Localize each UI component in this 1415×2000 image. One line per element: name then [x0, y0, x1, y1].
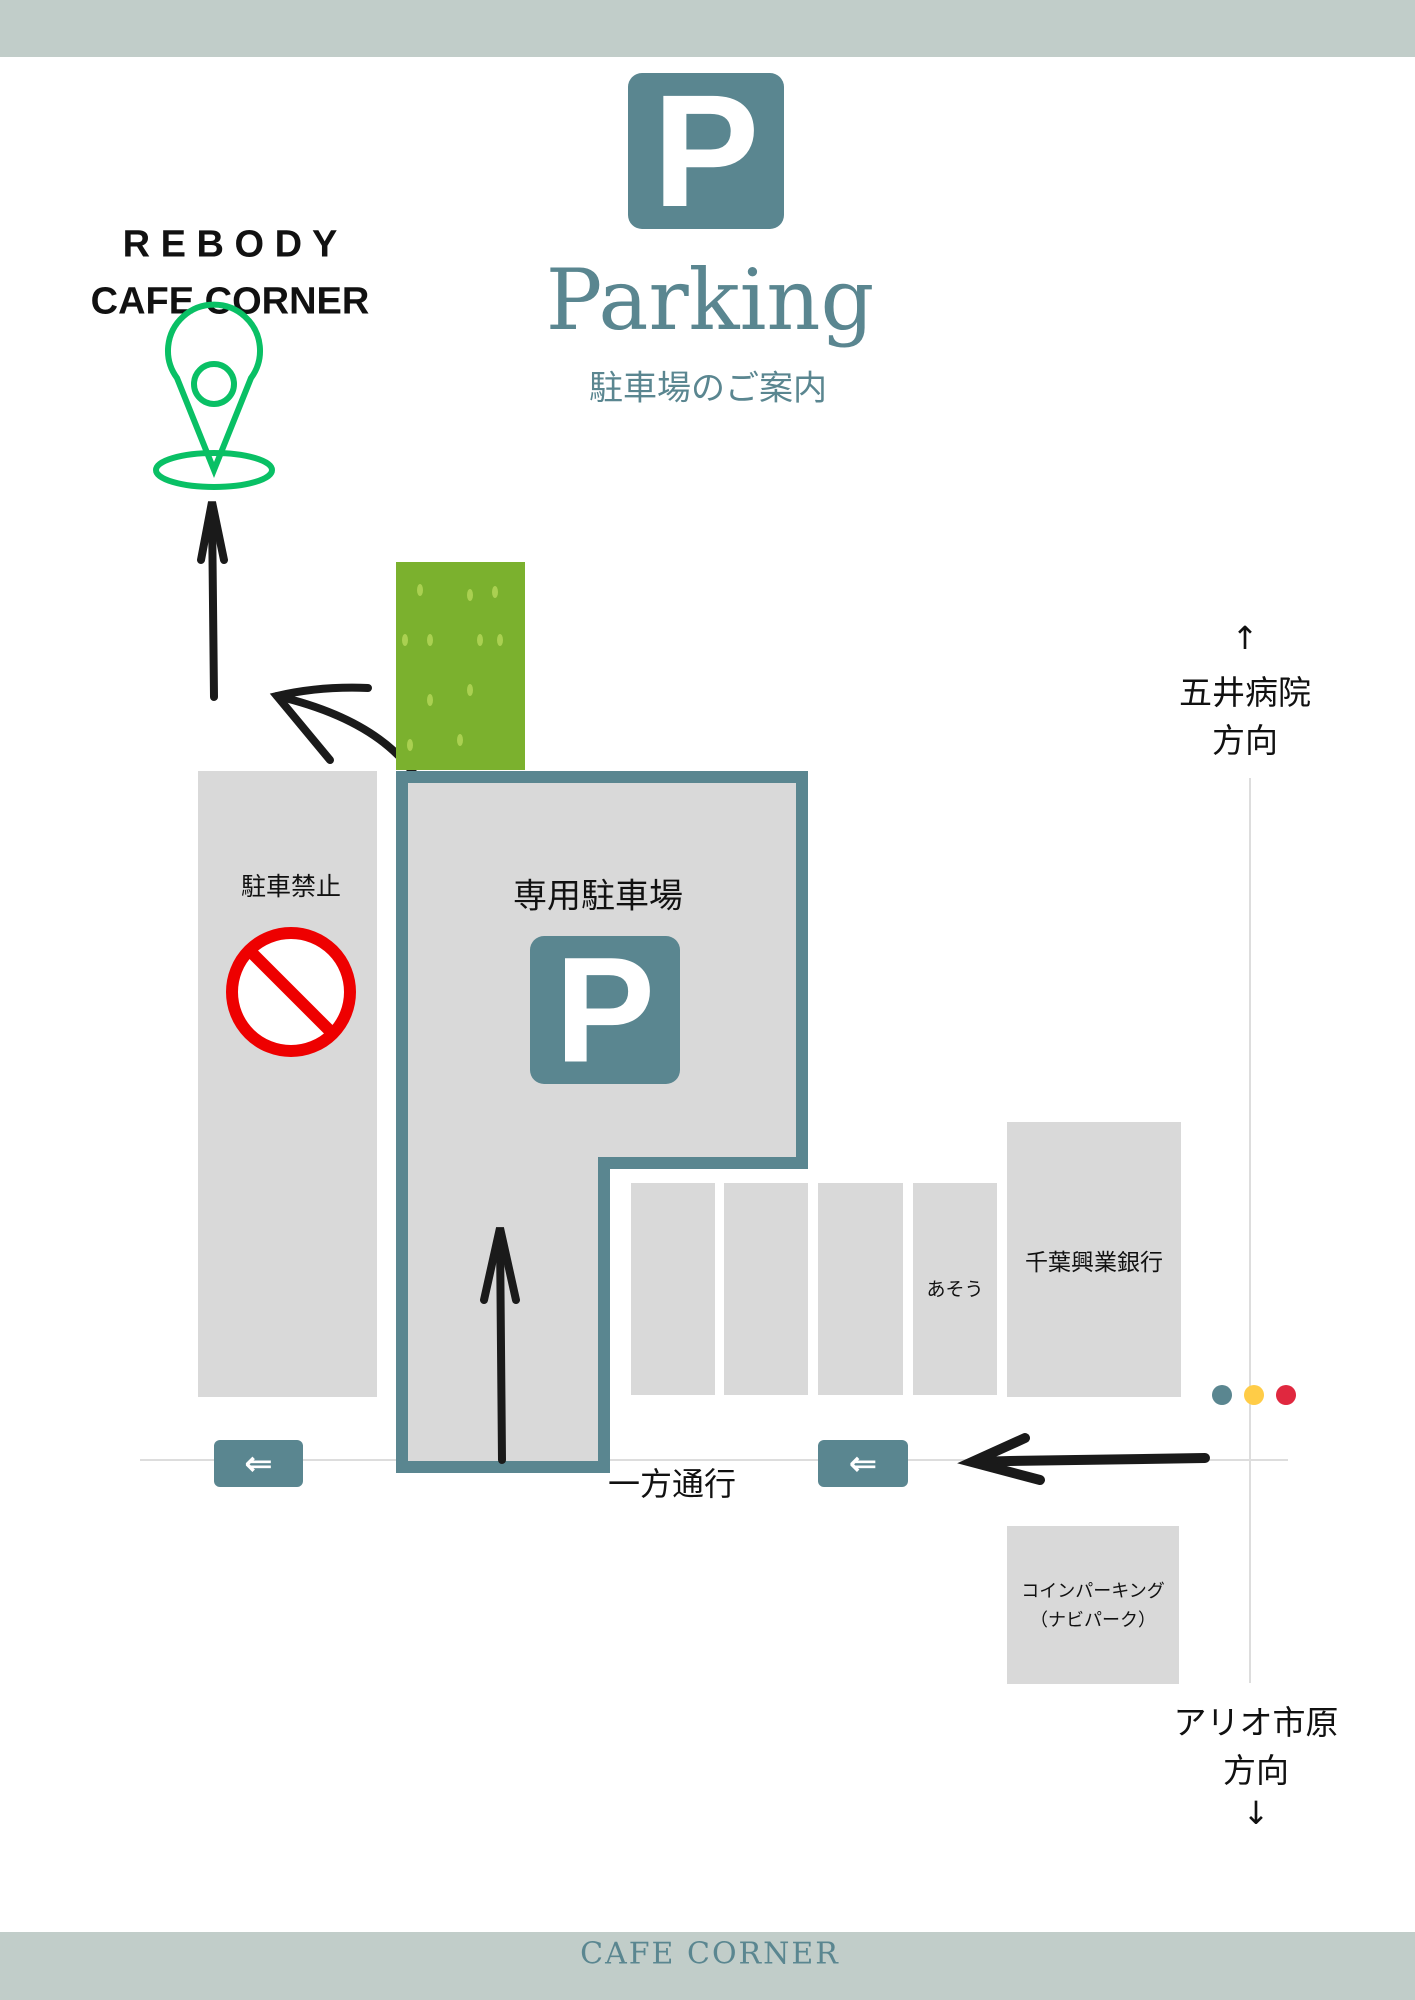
shop-asou-label: あそう — [926, 1278, 984, 1301]
dedicated-parking-label: 専用駐車場 — [513, 876, 683, 917]
coin-parking-label: コインパーキング — [1021, 1581, 1165, 1602]
north-direction-label: 五井病院 — [1179, 673, 1311, 712]
signal-light-red — [1276, 1385, 1296, 1405]
page-title: Parking — [545, 251, 875, 349]
page-subtitle: 駐車場のご案内 — [589, 368, 827, 409]
no-parking-sign-icon — [226, 927, 356, 1057]
coin-parking: コインパーキング （ナビパーク） — [1007, 1526, 1179, 1684]
one-way-arrow-icon — [957, 1433, 1210, 1485]
coin-parking-sublabel: （ナビパーク） — [1030, 1610, 1156, 1631]
lot-parking-sign: P — [530, 926, 680, 1094]
bank-label: 千葉興業銀行 — [1025, 1250, 1163, 1276]
bank-building: 千葉興業銀行 — [1007, 1122, 1181, 1397]
destination-name: R E B O D Y — [122, 223, 338, 266]
footer-brand: CAFE CORNER — [580, 1936, 840, 1972]
left-arrow-icon: ⇐ — [848, 1443, 878, 1484]
one-way-sign-left: ⇐ — [214, 1440, 303, 1487]
one-way-sign-right: ⇐ — [818, 1440, 908, 1487]
entry-arrow-icon — [480, 1227, 520, 1464]
north-direction-sublabel: 方向 — [1212, 721, 1278, 760]
no-parking-label: 駐車禁止 — [240, 872, 342, 901]
north-arrow-icon: ↑ — [1231, 619, 1259, 657]
green-area — [396, 562, 525, 770]
shop-block — [631, 1183, 715, 1395]
parking-logo: P — [628, 61, 784, 240]
bottom-band: CAFE CORNER — [0, 1932, 1415, 2000]
location-pin-icon — [153, 301, 275, 490]
south-arrow-icon: ↓ — [1242, 1794, 1270, 1832]
south-direction-label: アリオ市原 — [1173, 1703, 1339, 1742]
shop-block — [724, 1183, 808, 1395]
signal-light-blue — [1212, 1385, 1232, 1405]
shop-asou: あそう — [913, 1183, 997, 1395]
lot-parking-sign-letter: P — [554, 925, 656, 1094]
top-band — [0, 0, 1415, 57]
one-way-label: 一方通行 — [607, 1465, 737, 1503]
destination-subname: CAFE CORNER — [90, 280, 370, 323]
signal-light-yellow — [1244, 1385, 1264, 1405]
left-arrow-icon: ⇐ — [244, 1443, 273, 1484]
parking-logo-letter: P — [652, 61, 760, 240]
shop-block — [818, 1183, 903, 1395]
south-direction-sublabel: 方向 — [1223, 1751, 1289, 1790]
